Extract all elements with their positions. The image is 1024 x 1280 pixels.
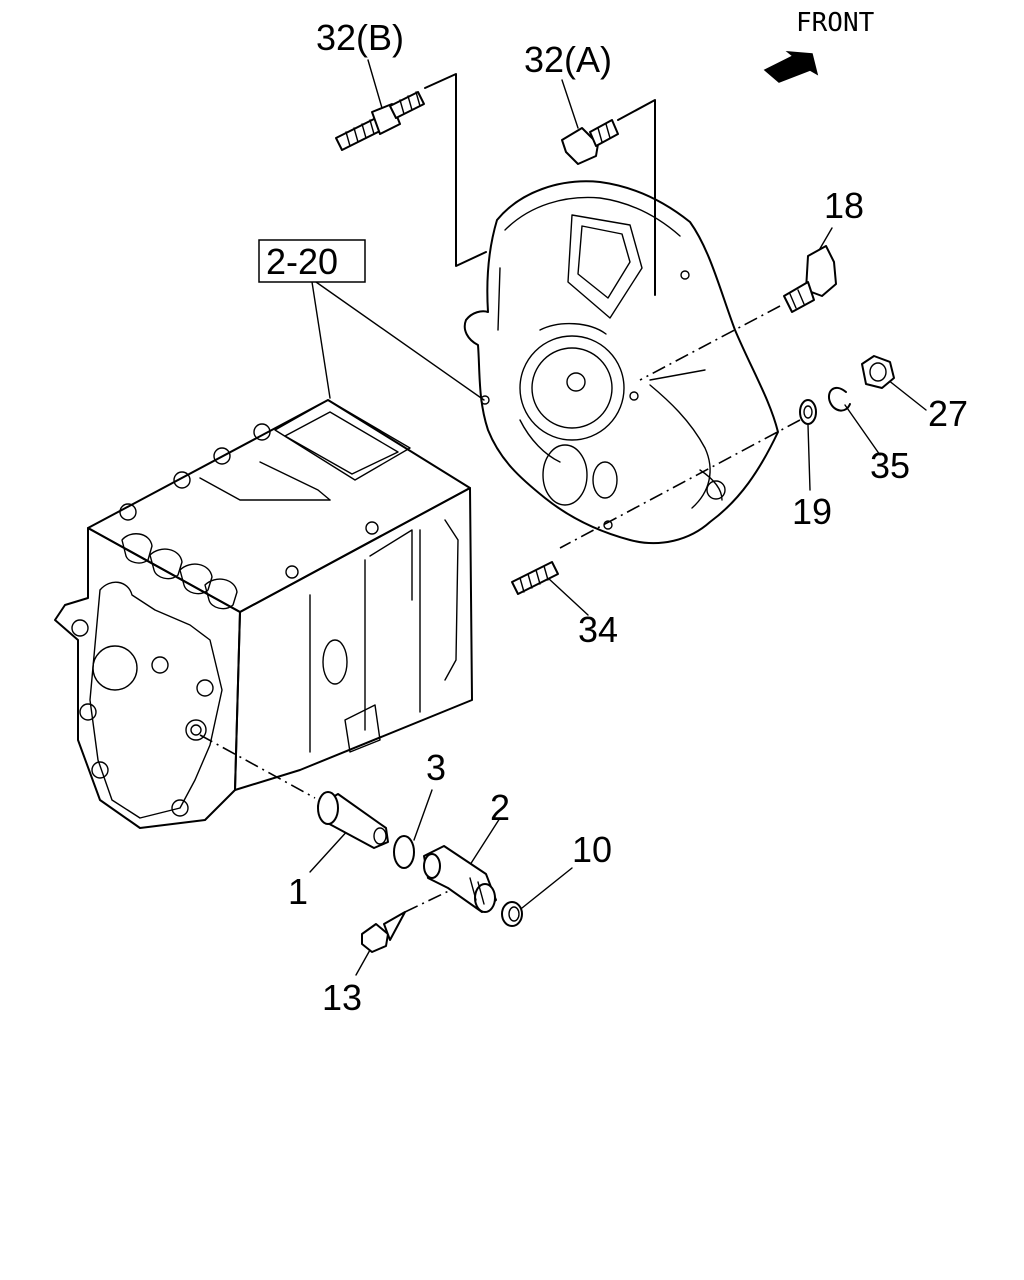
reference-box-2-20: 2-20 <box>258 239 366 283</box>
reference-box-label: 2-20 <box>266 241 338 282</box>
leader-2-20-b <box>315 281 485 401</box>
callout-18: 18 <box>824 185 864 226</box>
callout-32a: 32(A) <box>524 39 612 80</box>
nut-27 <box>861 355 895 389</box>
flywheel-housing <box>463 180 779 545</box>
lock-washer-35 <box>828 386 851 412</box>
callout-19: 19 <box>792 491 832 532</box>
front-label: FRONT <box>796 8 875 38</box>
bolt-32a <box>561 119 619 165</box>
axis-13 <box>404 887 456 913</box>
cap-10 <box>501 901 523 927</box>
washer-19 <box>799 399 817 425</box>
axis-stud <box>559 419 801 549</box>
callout-10: 10 <box>572 829 612 870</box>
reference-box-frame <box>258 239 366 283</box>
axis-shaft <box>199 734 316 799</box>
screw-13 <box>361 911 406 953</box>
o-ring-3 <box>393 835 415 869</box>
stud-bolt-32b <box>335 91 425 151</box>
callout-32b: 32(B) <box>316 17 404 58</box>
callout-27: 27 <box>928 393 968 434</box>
sensor-2 <box>423 845 497 913</box>
callout-1: 1 <box>288 871 308 912</box>
front-arrow-icon <box>763 51 819 83</box>
callout-3: 3 <box>426 747 446 788</box>
leader-2-20-a <box>311 281 331 399</box>
callout-34: 34 <box>578 609 618 650</box>
axis-18 <box>639 305 781 381</box>
transmission-case <box>54 399 473 829</box>
leader-32b <box>424 73 487 267</box>
leader-32a <box>617 99 656 296</box>
callout-2: 2 <box>490 787 510 828</box>
bolt-18 <box>783 245 837 313</box>
callout-13: 13 <box>322 977 362 1018</box>
front-indicator: FRONT <box>763 8 875 83</box>
stud-34 <box>511 561 559 595</box>
shaft-1 <box>317 791 389 849</box>
callout-35: 35 <box>870 445 910 486</box>
